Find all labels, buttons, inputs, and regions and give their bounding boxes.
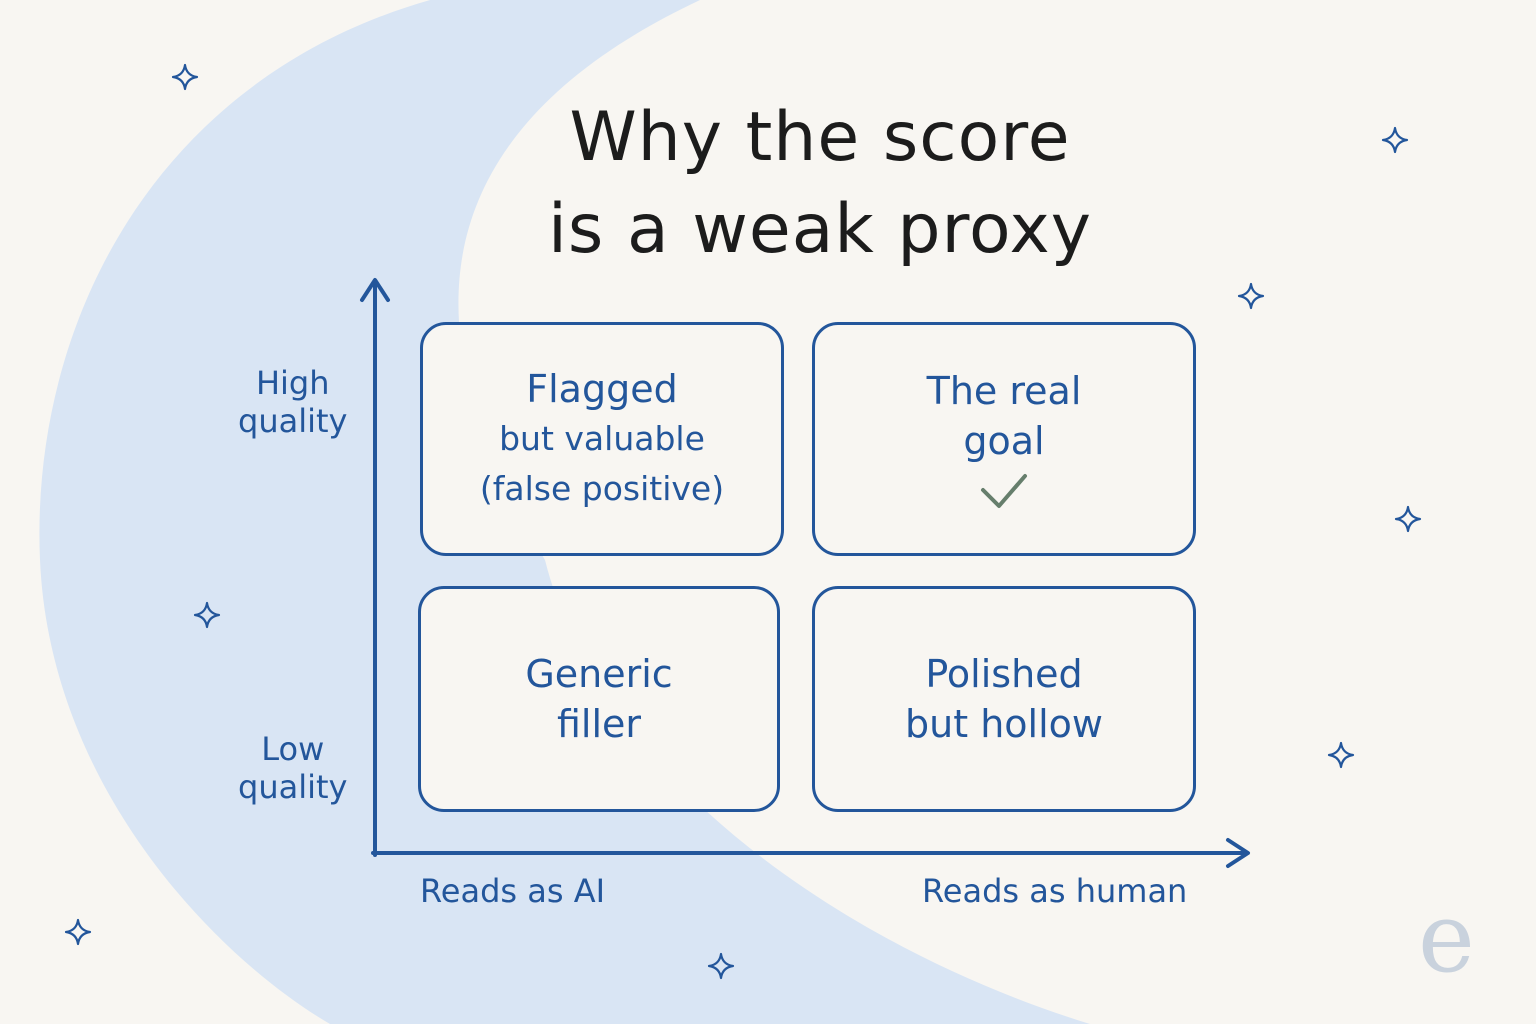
sparkle-icon bbox=[64, 918, 92, 946]
checkmark-icon bbox=[981, 474, 1027, 508]
sparkle-icon bbox=[1327, 741, 1355, 769]
y-axis-label-high: High quality bbox=[238, 364, 347, 440]
y-axis-label-low-line: quality bbox=[238, 768, 348, 806]
quadrant-bottom-right: Polished but hollow bbox=[812, 586, 1196, 812]
sparkle-icon bbox=[1381, 126, 1409, 154]
x-axis-label-right: Reads as human bbox=[922, 872, 1188, 910]
quadrant-text: but hollow bbox=[905, 702, 1103, 746]
quadrant-text: Flagged bbox=[526, 367, 678, 411]
quadrant-bottom-left: Generic filler bbox=[418, 586, 780, 812]
quadrant-text: Generic bbox=[525, 652, 673, 696]
brand-logo: e bbox=[1418, 882, 1475, 994]
quadrant-text: (false positive) bbox=[479, 469, 725, 508]
x-axis-arrowhead bbox=[1226, 838, 1250, 868]
background-swoosh bbox=[39, 0, 1090, 1024]
sparkle-icon bbox=[193, 601, 221, 629]
title-line-1: Why the score bbox=[569, 98, 1071, 177]
sparkle-icon bbox=[707, 952, 735, 980]
y-axis-label-high-line: quality bbox=[238, 402, 348, 440]
quadrant-text: goal bbox=[963, 419, 1045, 463]
quadrant-top-right: The real goal bbox=[812, 322, 1196, 556]
quadrant-text: but valuable bbox=[499, 419, 705, 458]
quadrant-text: Polished bbox=[925, 652, 1083, 696]
quadrant-top-left: Flagged but valuable (false positive) bbox=[420, 322, 784, 556]
sparkle-icon bbox=[171, 63, 199, 91]
x-axis-label-left: Reads as AI bbox=[420, 872, 606, 910]
title-line-2: is a weak proxy bbox=[548, 190, 1092, 269]
axes bbox=[360, 278, 1250, 868]
y-axis-arrowhead bbox=[360, 278, 390, 302]
sparkle-icon bbox=[1237, 282, 1265, 310]
quadrant-text: filler bbox=[556, 702, 642, 746]
y-axis-label-low: Low quality bbox=[238, 730, 347, 806]
quadrant-text: The real bbox=[926, 369, 1082, 413]
sparkle-icon bbox=[1394, 505, 1422, 533]
y-axis-label-high-line: High bbox=[255, 364, 330, 402]
y-axis-label-low-line: Low bbox=[261, 730, 325, 768]
